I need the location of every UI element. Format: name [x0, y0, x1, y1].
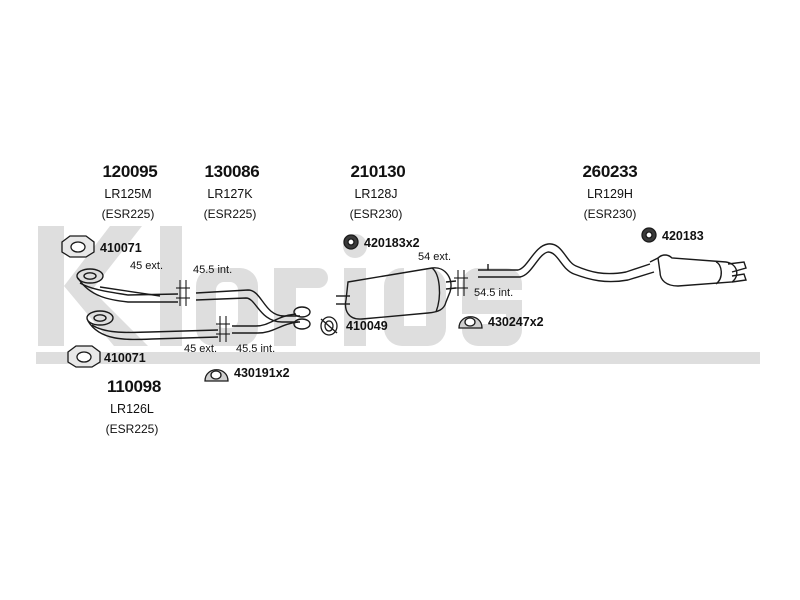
ring-label-410049[interactable]: 410049 — [346, 319, 388, 333]
front-pipe-110098[interactable] — [86, 310, 219, 341]
gasket-label-top[interactable]: 410071 — [100, 241, 142, 255]
dim-54-ext: 54 ext. — [418, 251, 452, 263]
part-number-260233[interactable]: 260233 — [582, 162, 638, 181]
mount-icon-430247[interactable] — [458, 316, 483, 329]
clamp-label-2[interactable]: 420183 — [662, 229, 704, 243]
dim-top-45-5-int: 45.5 int. — [193, 264, 233, 276]
gasket-label-bottom[interactable]: 410071 — [104, 351, 146, 365]
part-number-120095[interactable]: 120095 — [102, 162, 158, 181]
dim-top-45-ext: 45 ext. — [130, 260, 164, 272]
gasket-icon-top[interactable] — [61, 235, 95, 258]
part-ref-120095: LR125M — [104, 187, 152, 201]
clamp-label-1[interactable]: 420183x2 — [364, 236, 420, 250]
ring-icon-410049[interactable] — [320, 316, 338, 336]
centre-silencer-210130[interactable] — [336, 267, 457, 320]
part-number-110098[interactable]: 110098 — [107, 377, 161, 396]
part-number-130086[interactable]: 130086 — [204, 162, 260, 181]
part-ref-260233: LR129H — [587, 187, 633, 201]
clamp-icon-1[interactable] — [343, 234, 359, 250]
dim-bot-45-5-int: 45.5 int. — [236, 343, 276, 355]
part-ref-130086: LR127K — [207, 187, 253, 201]
part-esr-130086: (ESR225) — [203, 207, 257, 221]
part-ref-110098: LR126L — [110, 402, 154, 416]
mount-label-430191[interactable]: 430191x2 — [234, 366, 290, 380]
part-esr-120095: (ESR225) — [101, 207, 155, 221]
mount-icon-430191[interactable] — [204, 369, 229, 382]
gasket-icon-bottom[interactable] — [67, 345, 101, 368]
front-pipe-120095[interactable] — [76, 268, 179, 303]
joint-marks — [176, 270, 468, 342]
mount-label-430247[interactable]: 430247x2 — [488, 315, 544, 329]
part-esr-260233: (ESR230) — [583, 207, 637, 221]
dim-54-5-int: 54.5 int. — [474, 287, 514, 299]
part-ref-210130: LR128J — [354, 187, 398, 201]
rear-silencer-260233[interactable] — [478, 243, 747, 287]
intermediate-pipe-130086[interactable] — [195, 289, 311, 334]
part-esr-110098: (ESR225) — [105, 422, 159, 436]
dim-bot-45-ext: 45 ext. — [184, 343, 218, 355]
part-esr-210130: (ESR230) — [349, 207, 403, 221]
clamp-icon-2[interactable] — [641, 227, 657, 243]
part-number-210130[interactable]: 210130 — [350, 162, 406, 181]
